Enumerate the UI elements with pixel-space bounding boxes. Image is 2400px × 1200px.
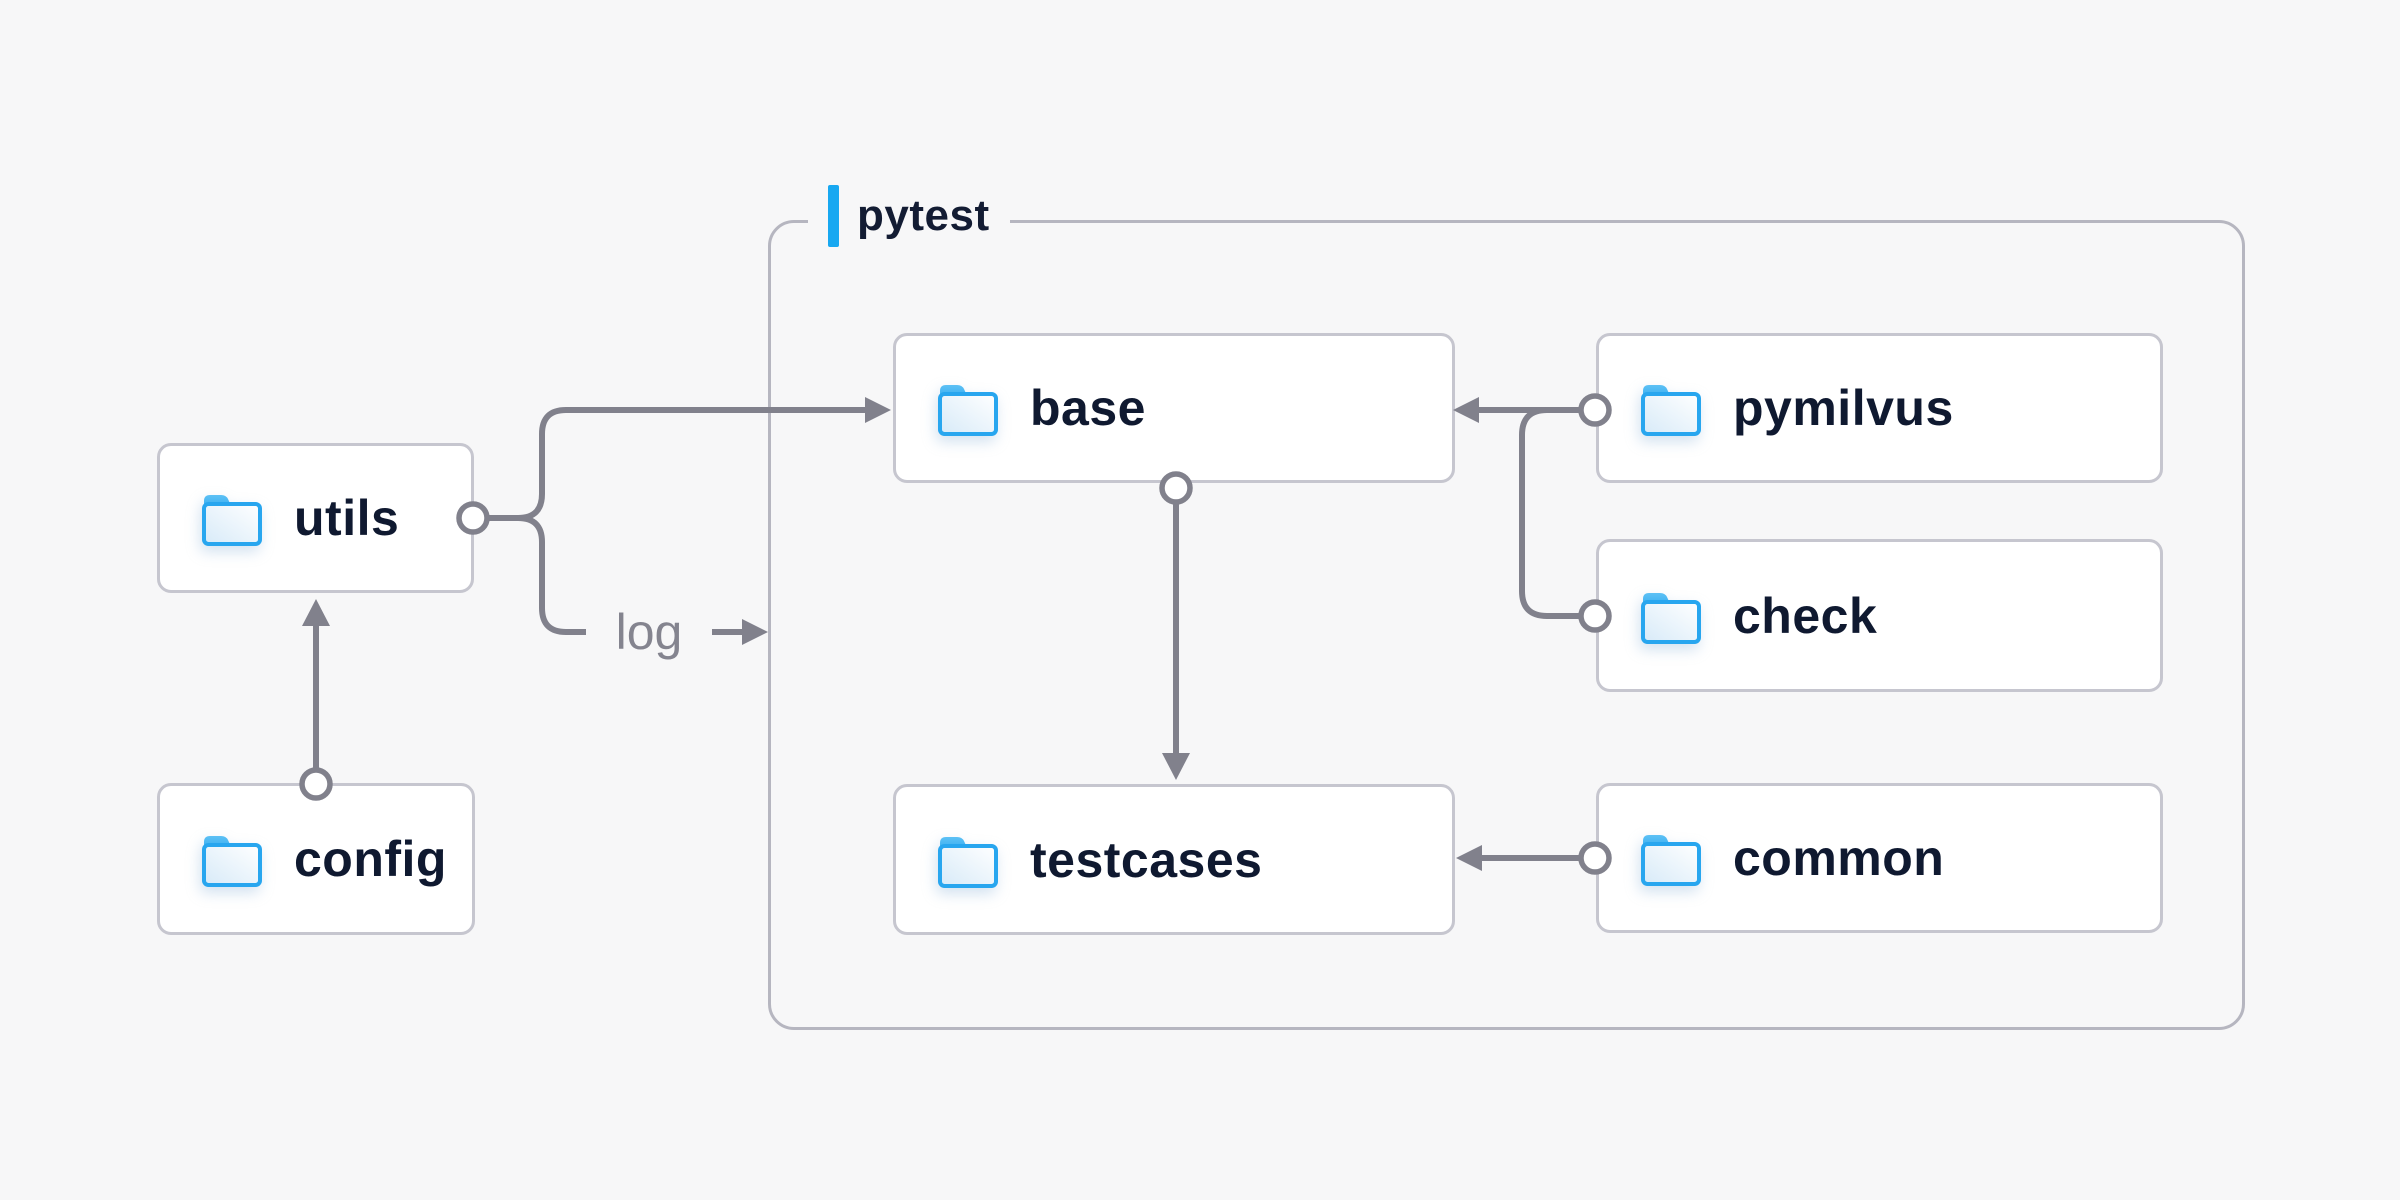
pytest-container-label: pytest — [808, 185, 1010, 247]
folder-icon — [1639, 379, 1703, 437]
node-label: check — [1733, 587, 1878, 644]
node-label: config — [294, 831, 447, 887]
arrowhead-log-into-pytest — [742, 619, 768, 645]
folder-icon — [200, 489, 264, 547]
folder-icon — [936, 831, 1000, 889]
node-utils: utils — [157, 443, 474, 593]
folder-icon — [1639, 829, 1703, 887]
arrowhead-into-utils — [302, 599, 330, 626]
node-check: check — [1596, 539, 2163, 692]
folder-icon — [200, 830, 264, 888]
node-label: common — [1733, 830, 1945, 886]
node-pymilvus: pymilvus — [1596, 333, 2163, 483]
node-testcases: testcases — [893, 784, 1455, 935]
node-base: base — [893, 333, 1455, 483]
folder-icon — [936, 379, 1000, 437]
edge-label-log: log — [615, 604, 683, 660]
folder-icon — [1639, 587, 1703, 645]
node-label: testcases — [1030, 831, 1263, 888]
edge-utils-to-log-line — [517, 515, 586, 635]
node-config: config — [157, 783, 475, 935]
accent-bar — [828, 185, 839, 247]
pytest-container — [768, 220, 2245, 1030]
node-label: utils — [294, 490, 400, 546]
node-common: common — [1596, 783, 2163, 933]
pytest-label-text: pytest — [857, 191, 990, 240]
node-label: base — [1030, 380, 1146, 436]
node-label: pymilvus — [1733, 380, 1954, 436]
